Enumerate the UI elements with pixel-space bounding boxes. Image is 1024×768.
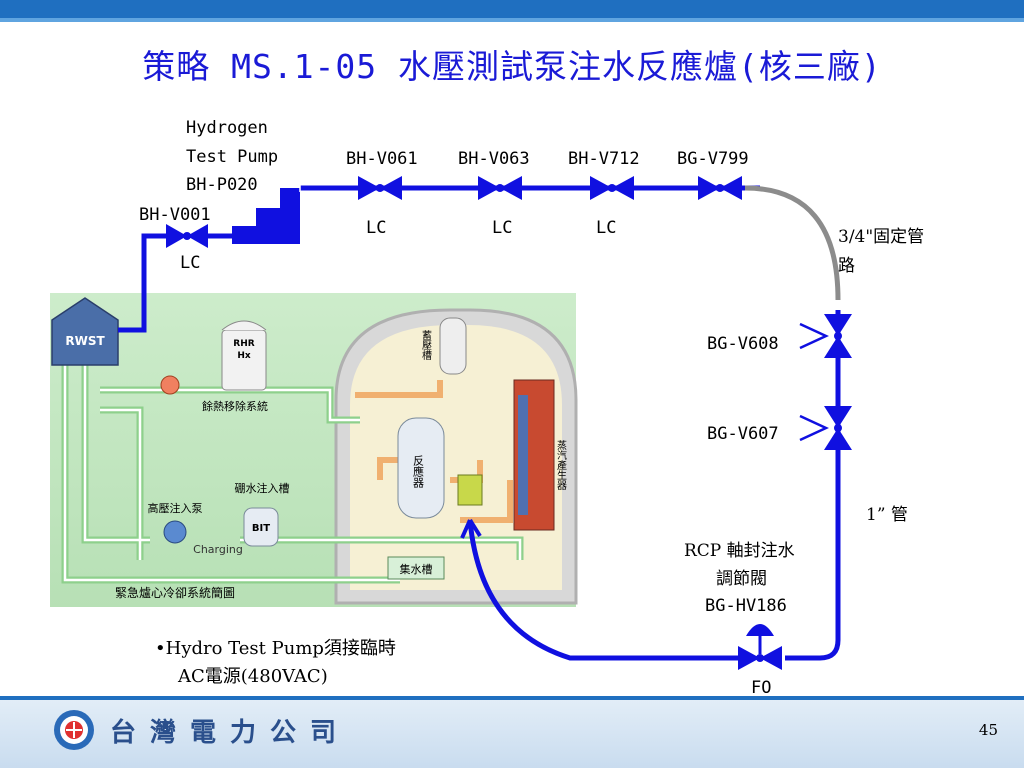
pump-label-3: BH-P020 (186, 175, 258, 195)
reactor-label: 反應器 (412, 455, 425, 489)
charging-label: Charging (193, 543, 243, 556)
rcp-label-2: 調節閥 (716, 569, 767, 589)
valve-bg-v608-label: BG-V608 (707, 334, 779, 354)
valve-bg-v607-label: BG-V607 (707, 424, 779, 444)
pointer-arrows (799, 322, 829, 442)
eccs-caption: 緊急爐心冷卻系統簡圖 (115, 585, 235, 600)
note-line-2: AC電源(480VAC) (178, 666, 328, 687)
actuator-icon (746, 624, 774, 636)
accumulator-label: 蓄壓槽 (420, 330, 432, 361)
slide-title: 策略 MS.1-05 水壓測試泵注水反應爐(核三廠) (142, 47, 882, 86)
rhr-heat-exchanger: RHR Hx (221, 320, 267, 391)
valve-bh-v001-label: BH-V001 (139, 205, 211, 225)
eccs-inset: RWST RHR Hx 餘熱移除系統 蓄壓槽 反應器 蒸汽產生器 (50, 293, 578, 607)
header-accent-line (0, 18, 1024, 22)
hp-pump-icon (163, 520, 187, 544)
sump-label: 集水槽 (400, 562, 433, 576)
rhr-pump-icon (160, 375, 180, 395)
rcp-label-1: RCP 軸封注水 (684, 541, 795, 561)
hp-pump-label: 高壓注入泵 (148, 501, 203, 515)
rhr-system-label: 餘熱移除系統 (202, 399, 268, 413)
fixed-pipe (744, 185, 841, 301)
steam-generator: 蒸汽產生器 (513, 379, 567, 531)
valve-bh-v063-label: BH-V063 (458, 149, 530, 169)
valve-bh-v001-state: LC (180, 253, 201, 273)
company-name: 台灣電力公司 (110, 718, 351, 748)
footer-bar (0, 700, 1024, 768)
valve-bg-v799-label: BG-V799 (677, 149, 749, 169)
header-bar (0, 0, 1024, 18)
accumulator-tank: 蓄壓槽 (420, 317, 467, 375)
injection-arrow (460, 518, 482, 539)
valve-bg-hv186-label: BG-HV186 (705, 596, 787, 616)
fixed-pipe-label-1: 3/4"固定管 (838, 227, 925, 247)
valve-bh-v061-state: LC (366, 218, 387, 238)
bit-tank: BIT (243, 507, 279, 547)
rwst-tank: RWST (51, 297, 119, 366)
note-line-1: •Hydro Test Pump須接臨時 (155, 638, 396, 659)
reactor-vessel: 反應器 (397, 417, 445, 519)
pump-label-1: Hydrogen (186, 118, 268, 138)
rwst-label: RWST (65, 334, 105, 348)
page-number: 45 (978, 721, 998, 739)
sump-box: 集水槽 (387, 556, 445, 580)
valve-bh-v712-label: BH-V712 (568, 149, 640, 169)
pipe-1in-label: 1” 管 (866, 505, 908, 525)
hydro-test-pump-icon (232, 188, 300, 244)
rhr-label-1: RHR (233, 339, 254, 349)
pump-label-2: Test Pump (186, 147, 279, 167)
rcp-pump-icon (457, 474, 483, 506)
valve-bg-hv186-state: FO (751, 678, 772, 698)
rhr-label-2: Hx (237, 351, 251, 361)
footer-line (0, 696, 1024, 700)
valve-icons (166, 176, 852, 670)
valve-bh-v712-state: LC (596, 218, 617, 238)
boron-tank-label: 硼水注入槽 (235, 481, 290, 495)
bit-label: BIT (252, 523, 270, 534)
fixed-pipe-label-2: 路 (838, 256, 855, 276)
valve-bh-v061-label: BH-V061 (346, 149, 418, 169)
valve-bh-v063-state: LC (492, 218, 513, 238)
steam-generator-label: 蒸汽產生器 (555, 440, 567, 491)
